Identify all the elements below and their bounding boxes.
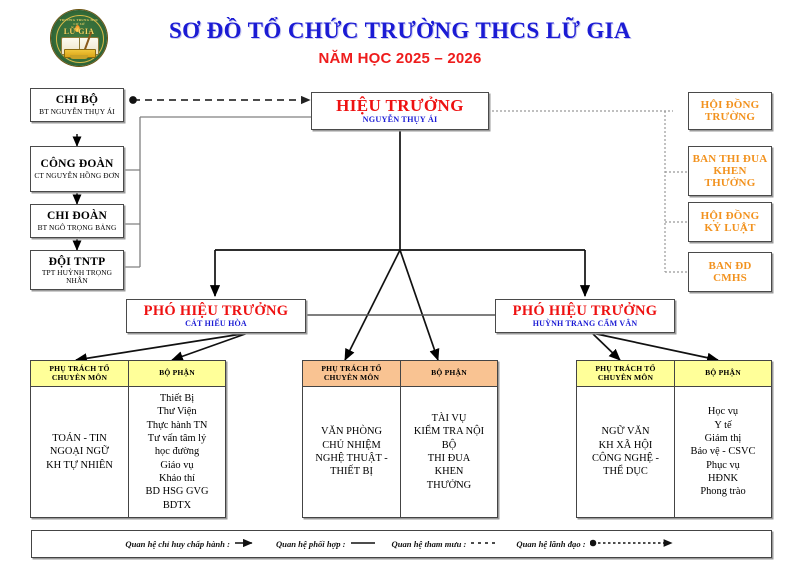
department-table-left[interactable]: PHỤ TRÁCH TỔ CHUYÊN MÔN TOÁN - TIN NGOẠI… <box>30 360 226 518</box>
logo-school-name: LỮ GIA <box>63 27 95 36</box>
column-header: BỘ PHẬN <box>675 361 771 387</box>
advisory-box-hoi-dong-ky-luat[interactable]: HỘI ĐỒNG KỶ LUẬT <box>688 202 772 242</box>
department-table-middle[interactable]: PHỤ TRÁCH TỔ CHUYÊN MÔN VĂN PHÒNG CHỦ NH… <box>302 360 498 518</box>
department-table-right[interactable]: PHỤ TRÁCH TỔ CHUYÊN MÔN NGỮ VĂN KH XÃ HỘ… <box>576 360 772 518</box>
party-box-title: ĐỘI TNTP <box>48 255 106 268</box>
table-cell: Học vụ Y tế Giám thị Bảo vệ - CSVC Phục … <box>690 406 756 498</box>
table-column-phu-trach: PHỤ TRÁCH TỔ CHUYÊN MÔN TOÁN - TIN NGOẠI… <box>31 361 128 517</box>
party-box-subtitle: CT NGUYỄN HỒNG ĐƠN <box>34 170 120 180</box>
dotted-double-arrow-icon <box>589 539 678 549</box>
logo-base <box>70 55 88 59</box>
advisory-box-ban-dd-cmhs[interactable]: BAN ĐD CMHS <box>688 252 772 292</box>
solid-line-icon <box>350 539 376 549</box>
vice-principal-name: CÁT HIẾU HÒA <box>185 318 247 328</box>
page-title: SƠ ĐỒ TỔ CHỨC TRƯỜNG THCS LỮ GIA <box>168 18 631 43</box>
party-box-chi-doan[interactable]: CHI ĐOÀN BT NGÔ TRỌNG BẢNG <box>30 204 124 238</box>
legend-label: Quan hệ phối hợp : <box>275 539 346 549</box>
table-cell: VĂN PHÒNG CHỦ NHIỆM NGHỆ THUẬT - THIẾT B… <box>315 426 388 478</box>
vice-principal-role: PHÓ HIỆU TRƯỞNG <box>143 302 289 319</box>
page-subtitle: NĂM HỌC 2025 – 2026 <box>318 50 482 67</box>
column-header: BỘ PHẬN <box>401 361 497 387</box>
party-box-subtitle: TPT HUỲNH TRỌNG NHÂN <box>41 267 113 285</box>
legend-item-tham-muu: Quan hệ tham mưu : <box>392 539 501 549</box>
vice-principal-name: HUỲNH TRANG CẨM VÂN <box>532 318 638 328</box>
party-box-title: CHI BỘ <box>55 94 99 107</box>
table-cell: Thiết Bị Thư Viện Thực hành TN Tư vấn tâ… <box>145 393 209 511</box>
principal-role: HIỆU TRƯỞNG <box>336 96 464 116</box>
column-header: PHỤ TRÁCH TỔ CHUYÊN MÔN <box>577 361 674 387</box>
advisory-box-ban-thi-dua[interactable]: BAN THI ĐUA KHEN THƯỞNG <box>688 146 772 196</box>
principal-name: NGUYỄN THỤY ÁI <box>362 115 438 125</box>
party-box-title: CHI ĐOÀN <box>46 210 108 223</box>
solid-arrow-icon <box>234 538 260 549</box>
advisory-box-title: BAN ĐD CMHS <box>708 259 752 284</box>
column-header: PHỤ TRÁCH TỔ CHUYÊN MÔN <box>303 361 400 387</box>
table-column-phu-trach: PHỤ TRÁCH TỔ CHUYÊN MÔN VĂN PHÒNG CHỦ NH… <box>303 361 400 517</box>
advisory-box-title: HỘI ĐỒNG TRƯỜNG <box>700 98 760 123</box>
party-box-cong-doan[interactable]: CÔNG ĐOÀN CT NGUYỄN HỒNG ĐƠN <box>30 146 124 192</box>
legend-item-lanh-dao: Quan hệ lãnh đạo : <box>516 539 677 549</box>
logo-arc-text: TRƯỜNG TRUNG HỌC CƠ SỞ <box>59 18 99 26</box>
vice-principal-box-right[interactable]: PHÓ HIỆU TRƯỞNG HUỲNH TRANG CẨM VÂN <box>495 299 675 333</box>
principal-box[interactable]: HIỆU TRƯỞNG NGUYỄN THỤY ÁI <box>311 92 489 130</box>
party-box-subtitle: BT NGUYỄN THỤY ÁI <box>39 106 115 116</box>
party-box-doi-tntp[interactable]: ĐỘI TNTP TPT HUỲNH TRỌNG NHÂN <box>30 250 124 290</box>
party-box-title: CÔNG ĐOÀN <box>40 158 114 171</box>
dotted-line-icon <box>470 539 500 549</box>
column-header: BỘ PHẬN <box>129 361 225 387</box>
party-box-chi-bo[interactable]: CHI BỘ BT NGUYỄN THỤY ÁI <box>30 88 124 122</box>
legend-label: Quan hệ lãnh đạo : <box>516 539 586 549</box>
table-column-bo-phan: BỘ PHẬN Thiết Bị Thư Viện Thực hành TN T… <box>128 361 225 517</box>
legend-label: Quan hệ tham mưu : <box>391 539 467 549</box>
advisory-box-title: BAN THI ĐUA KHEN THƯỞNG <box>692 152 768 190</box>
legend-label: Quan hệ chỉ huy chấp hành : <box>125 539 230 549</box>
table-cell: TOÁN - TIN NGOẠI NGỮ KH TỰ NHIÊN <box>46 433 113 471</box>
advisory-box-title: HỘI ĐỒNG KỶ LUẬT <box>700 209 760 234</box>
table-column-bo-phan: BỘ PHẬN Học vụ Y tế Giám thị Bảo vệ - CS… <box>674 361 771 517</box>
vice-principal-box-left[interactable]: PHÓ HIỆU TRƯỞNG CÁT HIẾU HÒA <box>126 299 306 333</box>
table-column-bo-phan: BỘ PHẬN TÀI VỤ KIỂM TRA NỘI BỘ THI ĐUA K… <box>400 361 497 517</box>
legend-item-chi-huy-chap-hanh: Quan hệ chỉ huy chấp hành : <box>125 538 260 549</box>
logo-ring <box>56 15 104 63</box>
table-cell: TÀI VỤ KIỂM TRA NỘI BỘ THI ĐUA KHEN THƯỞ… <box>413 413 485 491</box>
logo-flame-icon <box>75 25 80 32</box>
party-box-subtitle: BT NGÔ TRỌNG BẢNG <box>37 222 117 232</box>
table-cell: NGỮ VĂN KH XÃ HỘI CÔNG NGHỆ - THỂ DỤC <box>592 426 659 478</box>
legend-item-phoi-hop: Quan hệ phối hợp : <box>276 539 376 549</box>
column-header: PHỤ TRÁCH TỔ CHUYÊN MÔN <box>31 361 128 387</box>
table-column-phu-trach: PHỤ TRÁCH TỔ CHUYÊN MÔN NGỮ VĂN KH XÃ HỘ… <box>577 361 674 517</box>
legend: Quan hệ chỉ huy chấp hành : Quan hệ phối… <box>31 530 772 558</box>
advisory-box-hoi-dong-truong[interactable]: HỘI ĐỒNG TRƯỜNG <box>688 92 772 130</box>
school-logo: TRƯỜNG TRUNG HỌC CƠ SỞ LỮ GIA <box>48 9 110 67</box>
vice-principal-role: PHÓ HIỆU TRƯỞNG <box>512 302 658 319</box>
